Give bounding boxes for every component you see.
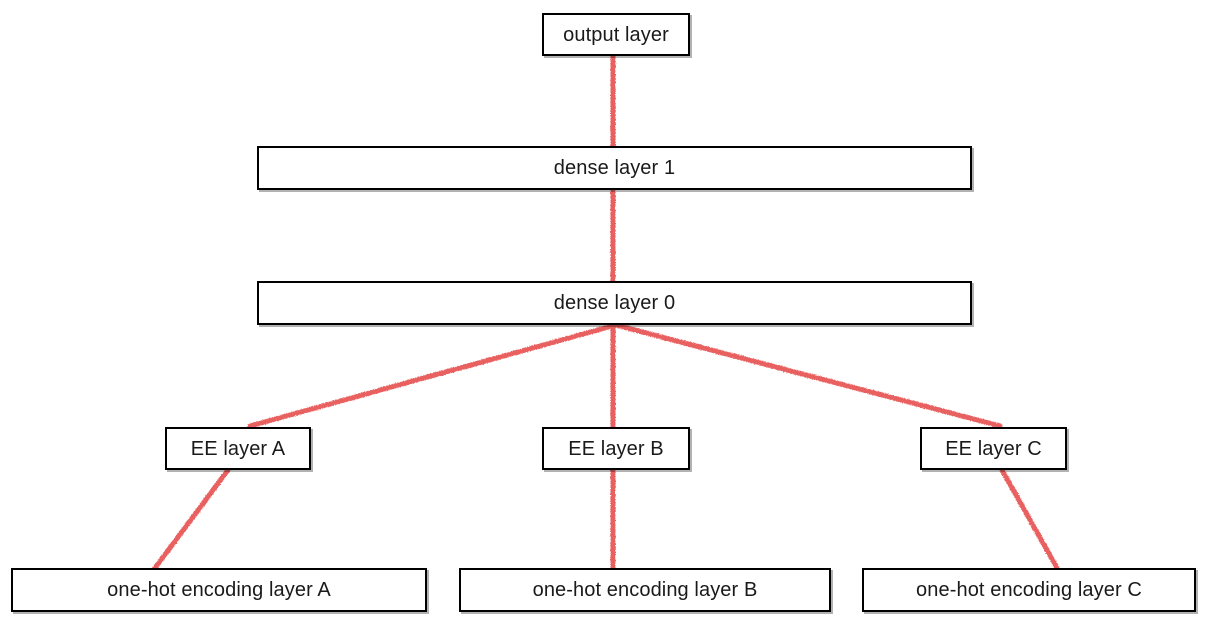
node-label: dense layer 0 [553, 292, 676, 314]
node-output-layer[interactable]: output layer [542, 13, 690, 56]
node-one-hot-layer-c[interactable]: one-hot encoding layer C [862, 568, 1196, 612]
node-one-hot-layer-a[interactable]: one-hot encoding layer A [11, 568, 427, 612]
node-label: EE layer B [568, 437, 664, 460]
node-ee-layer-b[interactable]: EE layer B [542, 427, 690, 470]
node-ee-layer-a[interactable]: EE layer A [165, 427, 311, 470]
node-dense-layer-0[interactable]: dense layer 0 [257, 281, 972, 325]
edge-dense0-to-ee-c [613, 322, 1003, 429]
node-one-hot-layer-b[interactable]: one-hot encoding layer B [459, 568, 831, 612]
node-label: dense layer 1 [553, 157, 676, 179]
node-label: output layer [563, 23, 669, 46]
node-label: EE layer C [945, 437, 1042, 460]
edge-ee-a-to-onehot-a [152, 467, 231, 571]
edge-dense0-to-ee-a [247, 322, 619, 429]
node-label: EE layer A [190, 437, 286, 460]
node-dense-layer-1[interactable]: dense layer 1 [257, 146, 972, 190]
edge-ee-c-to-onehot-c [999, 467, 1060, 571]
node-label: one-hot encoding layer C [916, 579, 1142, 601]
node-ee-layer-c[interactable]: EE layer C [920, 427, 1067, 470]
node-label: one-hot encoding layer A [107, 579, 331, 601]
node-label: one-hot encoding layer B [532, 579, 758, 601]
